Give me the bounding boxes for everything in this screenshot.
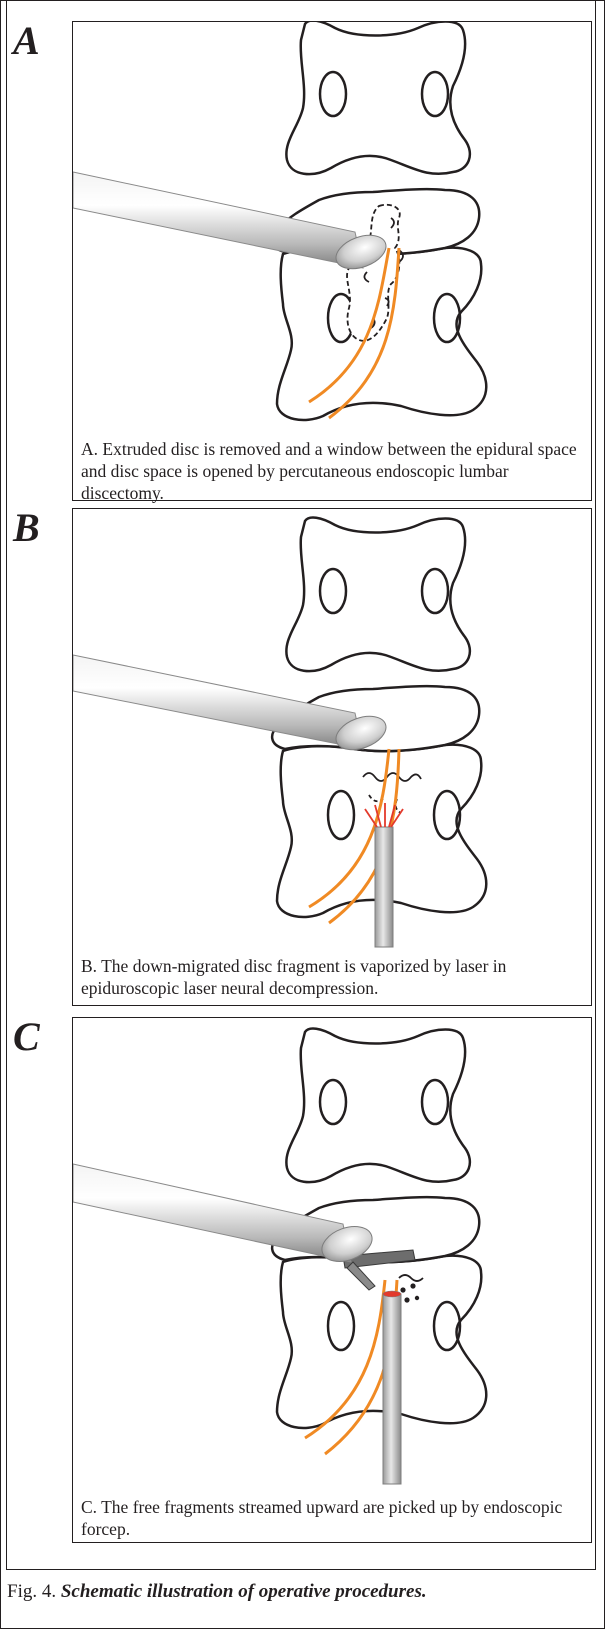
panel-b-illustration <box>73 509 591 949</box>
laser-catheter <box>383 1294 401 1484</box>
figure-panels: A A. Extruded disc is removed and a wind… <box>6 1 596 1570</box>
fragment <box>400 1287 405 1292</box>
panel-a-caption: A. Extruded disc is removed and a window… <box>81 438 587 504</box>
panel-letter-c: C <box>13 1017 40 1057</box>
figure-caption: Fig. 4. Schematic illustration of operat… <box>7 1581 427 1603</box>
laser-catheter <box>375 827 393 947</box>
panel-c: C <box>7 1015 595 1515</box>
panel-c-caption: C. The free fragments streamed upward ar… <box>81 1496 587 1540</box>
panel-c-box: C. The free fragments streamed upward ar… <box>72 1017 592 1543</box>
fragment <box>415 1296 419 1300</box>
figure-label: Fig. 4. <box>7 1581 56 1602</box>
panel-b-box: B. The down-migrated disc fragment is va… <box>72 508 592 1006</box>
panel-a-box: A. Extruded disc is removed and a window… <box>72 21 592 501</box>
fragment <box>410 1283 415 1288</box>
fragment <box>404 1297 409 1302</box>
panel-b: B B. The down-migrated d <box>7 506 595 1006</box>
panel-c-illustration <box>73 1018 591 1488</box>
catheter-tip <box>383 1291 401 1297</box>
panel-letter-b: B <box>13 508 40 548</box>
figure-title: Schematic illustration of operative proc… <box>61 1581 427 1602</box>
panel-a-illustration <box>73 22 591 422</box>
panel-b-caption: B. The down-migrated disc fragment is va… <box>81 955 587 999</box>
panel-a: A A. Extruded disc is removed and a wind… <box>7 19 595 499</box>
panel-letter-a: A <box>13 21 40 61</box>
